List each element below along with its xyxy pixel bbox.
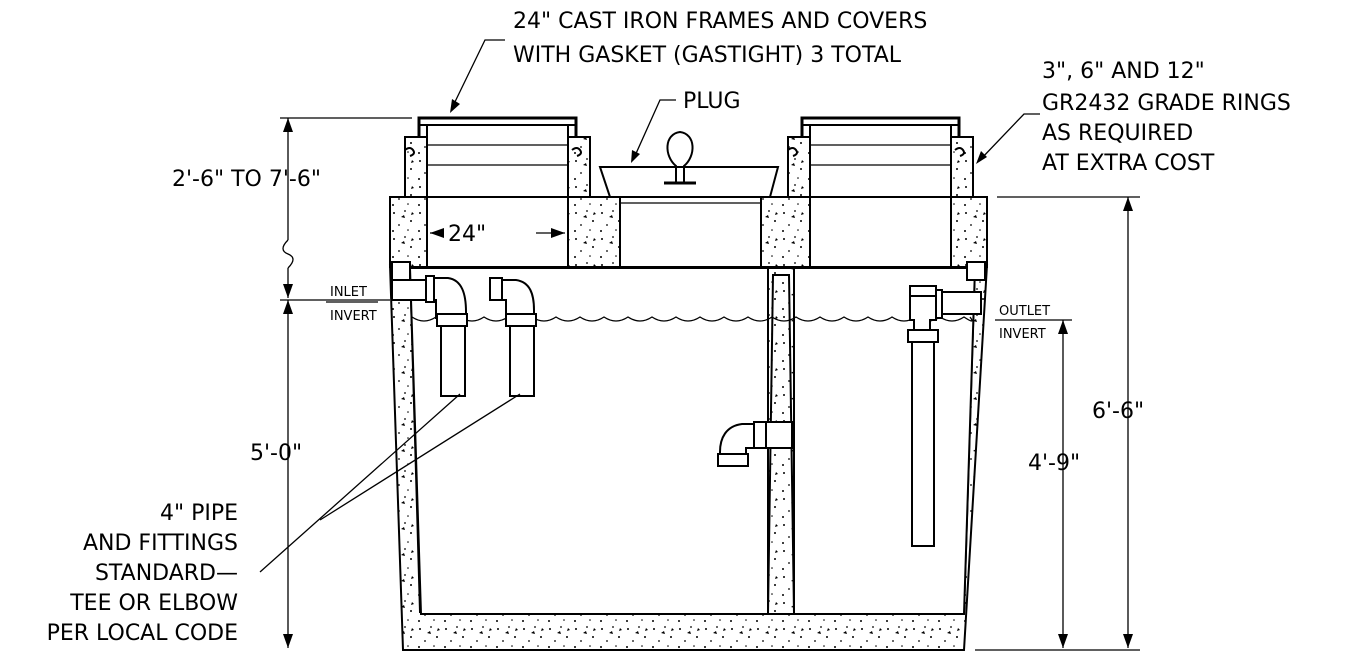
pipe-label-line5: PER LOCAL CODE [47,621,238,646]
frames-label-line1: 24" CAST IRON FRAMES AND COVERS [513,9,927,34]
inlet-height-label: 5'-0" [250,441,302,466]
pipe-label-line2: AND FITTINGS [83,531,238,556]
tank-height-label: 6'-6" [1092,399,1144,424]
lid-opening-right [809,196,952,268]
lid-opening-left [426,196,569,268]
inlet-label-line2: INVERT [330,309,377,324]
depth-range-label: 2'-6" TO 7'-6" [172,167,321,192]
cast-iron-frame-left [417,116,578,137]
pipe-label-line4: TEE OR ELBOW [69,591,238,616]
riser-left [404,116,591,198]
lid-slab [389,196,988,268]
inlet-pipe [391,261,468,397]
outlet-label-line2: INVERT [999,327,1046,342]
rings-label-line3: AS REQUIRED [1042,121,1193,146]
outlet-label-line1: OUTLET [999,304,1050,319]
opening-width-label: 24" [448,222,486,247]
pipe-label-line3: STANDARD— [95,561,238,586]
baffle-elbow [717,421,793,467]
rings-label-line2: GR2432 GRADE RINGS [1042,91,1291,116]
plug [598,130,780,198]
riser-right [787,116,974,198]
dimension-lines [280,117,1140,651]
leader-lines [259,39,1040,573]
elbow-fitting [489,277,537,397]
rings-label-line4: AT EXTRA COST [1042,151,1215,176]
lid-opening-center [619,196,762,268]
outlet-height-label: 4'-9" [1028,451,1080,476]
leader-to-elbow [319,393,521,521]
frames-label-line2: WITH GASKET (GASTIGHT) 3 TOTAL [513,43,902,68]
pipe-label-line1: 4" PIPE [160,501,238,526]
rings-label-line1: 3", 6" AND 12" [1042,59,1205,84]
outlet-pipe [907,261,986,547]
cast-iron-frame-right [800,116,961,137]
plug-label: PLUG [683,89,741,114]
inlet-label-line1: INLET [330,285,367,300]
